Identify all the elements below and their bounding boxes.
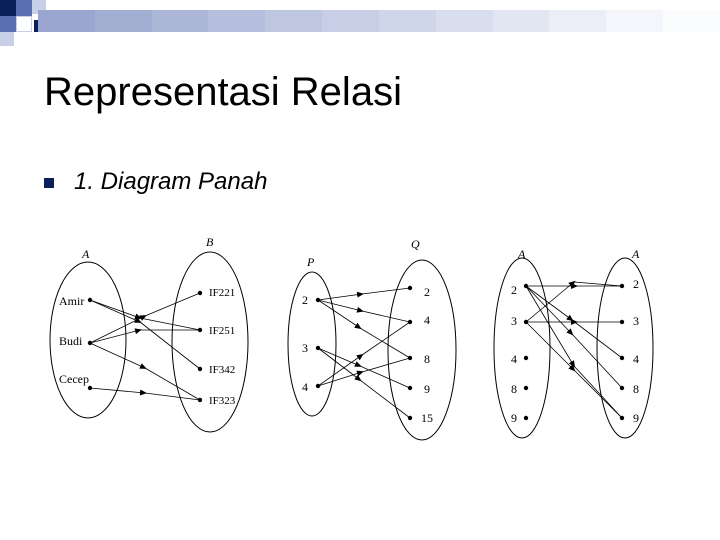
bullet-item: 1. Diagram Panah — [44, 168, 267, 196]
arrow — [317, 299, 362, 330]
arrow — [317, 370, 364, 387]
header-gradient-bar — [38, 10, 720, 32]
arrow — [317, 353, 364, 387]
diagram-2-right-ellipse — [387, 259, 457, 441]
diagram-1-right-item: IF221 — [209, 287, 235, 299]
diagram-3-right-item: 2 — [633, 277, 639, 291]
diagram-2-left-label: P — [306, 255, 315, 269]
arrow — [89, 387, 147, 396]
diagram-1-left-item: Cecep — [59, 372, 89, 386]
diagram-2-left-item: 2 — [302, 293, 308, 307]
diagram-2-arrows — [317, 287, 411, 419]
diagram-3-left-item: 9 — [511, 411, 517, 425]
diagram-2-right-label: Q — [411, 237, 420, 251]
arrow — [317, 291, 364, 301]
diagram-3-right-item: 4 — [633, 352, 639, 366]
arrow — [525, 321, 576, 372]
diagram-1-dots — [87, 290, 203, 403]
page-title: Representasi Relasi — [44, 70, 402, 114]
arrow — [89, 315, 147, 344]
bullet-square-icon — [44, 178, 54, 188]
diagram-3-dots — [523, 283, 625, 421]
diagram-3-right-item: 8 — [633, 382, 639, 396]
arrow — [89, 328, 142, 344]
arrow — [317, 347, 362, 367]
diagram-2-right-item: 15 — [421, 411, 433, 425]
arrow — [525, 285, 576, 368]
diagram-1: A B Amir Budi Cecep IF221 IF251 IF342 IF… — [49, 235, 249, 433]
diagram-1-right-label: B — [206, 235, 214, 249]
diagram-3-left-item: 8 — [511, 382, 517, 396]
arrow — [317, 299, 364, 313]
diagram-2-left-item: 3 — [302, 341, 308, 355]
arrow — [525, 285, 574, 336]
diagram-2-right-item: 9 — [424, 382, 430, 396]
diagram-1-right-item: IF251 — [209, 325, 235, 337]
diagram-3-left-item: 3 — [511, 314, 517, 328]
diagram-3: A A 2 3 4 8 9 2 3 4 8 9 — [493, 247, 654, 439]
diagram-1-right-item: IF323 — [209, 395, 236, 407]
diagram-1-right-item: IF342 — [209, 364, 235, 376]
bullet-text: 1. Diagram Panah — [74, 168, 268, 195]
diagram-3-left-label: A — [517, 247, 526, 261]
diagram-2-right-item: 8 — [424, 352, 430, 366]
diagram-3-right-label: A — [631, 247, 640, 261]
diagram-1-arrows — [89, 292, 201, 401]
diagram-2: P Q 2 3 4 2 4 8 9 15 — [287, 237, 457, 441]
diagram-3-arrows — [525, 280, 623, 419]
diagram-2-left-ellipse — [287, 271, 337, 417]
diagram-3-left-item: 4 — [511, 352, 517, 366]
diagram-2-right-item: 4 — [424, 313, 430, 327]
diagram-3-right-ellipse — [596, 257, 654, 439]
diagram-3-left-ellipse — [493, 257, 551, 439]
diagram-3-right-item: 3 — [633, 314, 639, 328]
arrow — [317, 347, 362, 382]
arrow — [89, 342, 147, 369]
diagram-1-left-label: A — [81, 247, 90, 261]
arrow — [89, 299, 142, 320]
diagram-3-right-item: 9 — [633, 411, 639, 425]
arrow — [525, 280, 576, 323]
diagram-1-left-item: Budi — [59, 334, 83, 348]
diagram-1-right-ellipse — [171, 251, 249, 433]
diagram-2-right-item: 2 — [424, 285, 430, 299]
arrow — [89, 299, 142, 323]
diagram-1-left-ellipse — [49, 261, 127, 419]
diagram-1-left-item: Amir — [59, 294, 84, 308]
diagram-2-left-item: 4 — [302, 380, 308, 394]
diagram-3-left-item: 2 — [511, 283, 517, 297]
